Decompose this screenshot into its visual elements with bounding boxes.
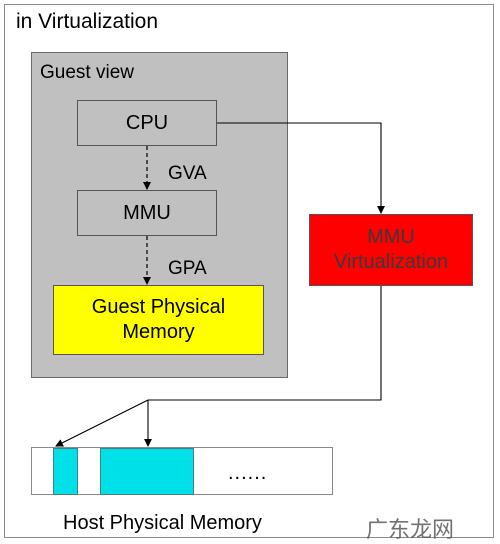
mmu-virtualization-line2: Virtualization — [333, 251, 449, 273]
mmu-virtualization-to-host-line — [148, 286, 382, 401]
host-memory-ellipsis: ...... — [228, 462, 268, 484]
mmu-box: MMU — [77, 190, 217, 236]
to-host-first-segment-arrow — [55, 399, 149, 447]
host-memory-segment — [53, 448, 78, 495]
gva-label: GVA — [168, 163, 207, 184]
guest-physical-memory-box: Guest Physical Memory — [53, 285, 264, 355]
gpa-label: GPA — [168, 258, 207, 279]
mmu-label: MMU — [123, 201, 171, 224]
mmu-virtualization-box: MMU Virtualization — [309, 214, 473, 286]
mmu-virtualization-line1: MMU — [367, 226, 415, 248]
guest-physical-memory-line2: Memory — [122, 321, 195, 343]
host-physical-memory-label: Host Physical Memory — [63, 512, 262, 534]
watermark: 广东龙网 — [366, 518, 455, 543]
diagram-title: in Virtualization — [16, 10, 159, 33]
host-memory-segment — [100, 448, 194, 495]
guest-physical-memory-line1: Guest Physical — [91, 296, 226, 318]
cpu-label: CPU — [125, 111, 169, 134]
guest-view-label: Guest view — [40, 62, 134, 83]
cpu-box: CPU — [77, 100, 217, 146]
cpu-to-mmu-virtualization-arrow — [217, 122, 385, 214]
